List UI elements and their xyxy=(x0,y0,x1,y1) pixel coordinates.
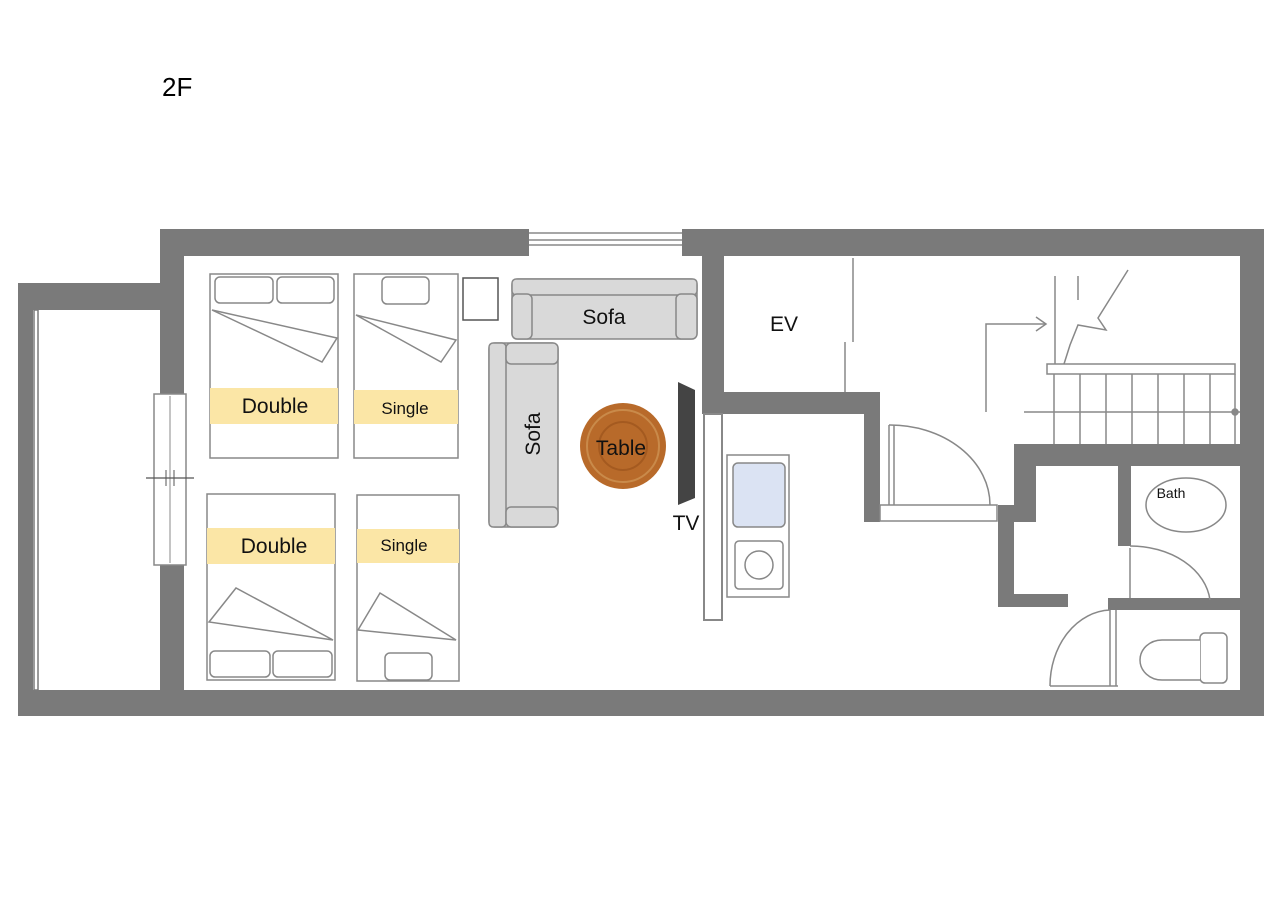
toilet xyxy=(1049,609,1228,687)
table: Table xyxy=(580,403,666,489)
tv: TV xyxy=(673,382,700,535)
bath-label: Bath xyxy=(1157,485,1186,501)
table-label: Table xyxy=(596,437,646,460)
single-label: Single xyxy=(380,536,427,555)
nightstand xyxy=(462,277,499,321)
walls xyxy=(18,229,1264,716)
sofa-side: Sofa xyxy=(488,342,559,528)
double-bed-top: Double xyxy=(209,273,339,459)
bath: Bath xyxy=(1129,477,1227,601)
kitchen-counter xyxy=(703,413,790,621)
balcony-rail xyxy=(33,309,39,691)
single-bed-top: Single xyxy=(353,273,459,459)
top-window xyxy=(529,232,682,246)
tv-label: TV xyxy=(673,512,700,535)
ev-label: EV xyxy=(770,313,798,336)
double-bed-bottom: Double xyxy=(206,493,336,681)
stairs xyxy=(985,269,1240,444)
sofa-label: Sofa xyxy=(522,412,545,456)
entrance-door xyxy=(879,424,998,522)
sofa-top: Sofa xyxy=(511,278,698,340)
double-label: Double xyxy=(241,535,308,558)
sofa-label: Sofa xyxy=(582,306,626,329)
double-label: Double xyxy=(242,395,309,418)
elevator: EV xyxy=(770,258,854,392)
floor-label: 2F xyxy=(162,72,192,102)
single-label: Single xyxy=(381,399,428,418)
balcony-door xyxy=(146,393,194,566)
single-bed-bottom: Single xyxy=(356,494,460,682)
